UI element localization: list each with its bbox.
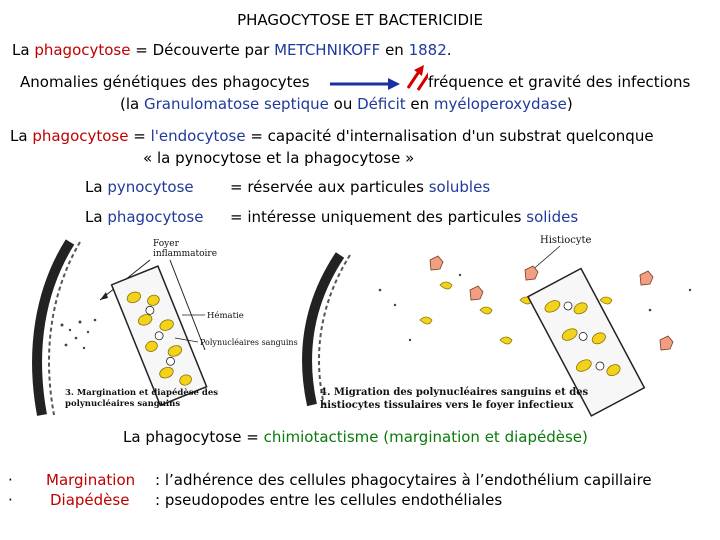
caption-3-line2: polynucléaires sanguins [65,398,180,409]
term-phagocytose: phagocytose [107,208,204,226]
text: La [12,41,35,59]
label-histiocyte: Histiocyte [540,235,592,246]
pointer-polynucleaires [174,337,199,343]
text: La phagocytose = [123,428,264,446]
term-diapedese: Diapédèse [50,491,130,509]
endocytose-sub: « la pynocytose et la phagocytose » [143,149,415,167]
caption-4-line2: histiocytes tissulaires vers le foyer in… [320,400,575,411]
caption-4-line1: 4. Migration des polynucléaires sanguins… [320,387,589,398]
bullet-diapedese: · Diapédèse [8,491,129,509]
capillary-left [110,265,208,407]
arrow-foyer-2 [169,259,206,351]
term-phagocytose: phagocytose [34,41,131,59]
pyno-desc: = réservée aux particules solubles [230,178,490,196]
vessel-wall-left-inner [48,241,81,416]
pyno-line: La pynocytose [85,178,194,196]
bullet-margination-desc: : l’adhérence des cellules phagocytaires… [155,471,652,489]
phago-line: La phagocytose [85,208,203,226]
text: = intéresse uniquement des particules [230,208,527,226]
tissue-dots-right [378,273,692,342]
term-deficit: Déficit [357,95,406,113]
term-granulomatose: Granulomatose septique [143,95,329,113]
vessel-wall-left [32,239,75,416]
bullet-marker: · [8,491,13,509]
histiocytes [429,255,674,351]
label-inflammatoire: inflammatoire [153,249,217,259]
text: = [245,127,268,145]
anomalies-left: Anomalies génétiques des phagocytes [20,73,310,91]
arrowhead [100,292,108,300]
text: La [85,178,108,196]
term-pynocytose: pynocytose [107,178,194,196]
text: en [405,95,434,113]
text: La [10,127,33,145]
discovery-line: La phagocytose = Découverte par METCHNIK… [12,41,452,59]
text: = [128,127,151,145]
term-solubles: solubles [428,178,491,196]
text: capacité d'internalisation d'un substrat… [267,127,654,145]
bullet-margination: · Margination [8,471,135,489]
year: 1882 [408,41,447,59]
text: La [85,208,108,226]
name-metchnikoff: METCHNIKOFF [274,41,381,59]
phago-desc: = intéresse uniquement des particules so… [230,208,578,226]
text: = réservée aux particules [230,178,429,196]
capillary-right [526,267,646,417]
label-polynucleaires: Polynucléaires sanguins [200,338,298,347]
chimiotactisme-line: La phagocytose = chimiotactisme (margina… [123,428,588,446]
term-solides: solides [526,208,579,226]
term-chimiotactisme: chimiotactisme (margination et diapédèse… [263,428,588,446]
bullet-marker: · [8,471,13,489]
pointer-histiocyte [529,245,561,273]
text: en [380,41,409,59]
term-endocytose: l'endocytose [150,127,246,145]
caption-3-line1: 3. Margination et diapédèse des [65,387,218,398]
text: ou [328,95,358,113]
text: ) [566,95,573,113]
term-margination: Margination [46,471,136,489]
migrating-cells [419,281,613,345]
label-foyer: Foyer [153,239,180,249]
arrows-icon [330,65,428,91]
text: = Découverte par [130,41,275,59]
term-phagocytose: phagocytose [32,127,129,145]
vessel-wall-right [302,252,345,407]
endocytose-line: La phagocytose = l'endocytose = capacité… [10,127,654,145]
text: . [446,41,452,59]
phagocytosis-figure: Foyer inflammatoire Hématie Polynucléair… [32,235,692,417]
page-title: PHAGOCYTOSE ET BACTERICIDIE [237,11,483,29]
label-hematie: Hématie [207,310,244,321]
tissue-dots [60,318,97,350]
bullet-diapedese-desc: : pseudopodes entre les cellules endothé… [155,491,503,509]
anomalies-examples: (la Granulomatose septique ou Déficit en… [120,95,573,113]
anomalies-right: fréquence et gravité des infections [428,73,691,91]
term-myeloperoxydase: myéloperoxydase [433,95,567,113]
text: (la [120,95,144,113]
